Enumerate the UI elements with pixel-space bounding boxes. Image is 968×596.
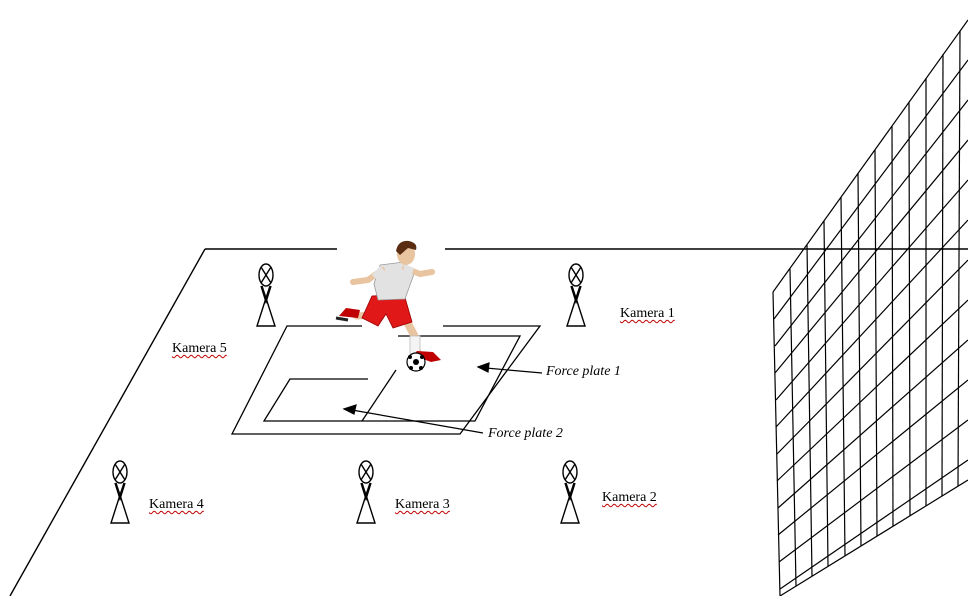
force-plate-2-label: Force plate 2 bbox=[488, 426, 563, 442]
camera-3-label: Kamera 3 bbox=[395, 497, 450, 513]
force-plate-1-label: Force plate 1 bbox=[546, 364, 621, 380]
camera-4-label: Kamera 4 bbox=[149, 497, 204, 513]
camera-icon bbox=[357, 461, 375, 523]
soccer-player-icon bbox=[336, 241, 441, 371]
camera-icon bbox=[567, 264, 585, 326]
plate-arrows bbox=[344, 363, 542, 433]
field-outline bbox=[10, 249, 968, 596]
cameras-group bbox=[111, 264, 585, 523]
camera-2-label: Kamera 2 bbox=[602, 490, 657, 506]
camera-icon bbox=[561, 461, 579, 523]
goal-net-icon bbox=[773, 20, 968, 596]
camera-1-label: Kamera 1 bbox=[620, 306, 675, 322]
force-plate-area bbox=[232, 326, 540, 434]
soccer-ball-icon bbox=[407, 353, 425, 371]
camera-icon bbox=[111, 461, 129, 523]
camera-5-label: Kamera 5 bbox=[172, 341, 227, 357]
camera-icon bbox=[257, 264, 275, 326]
